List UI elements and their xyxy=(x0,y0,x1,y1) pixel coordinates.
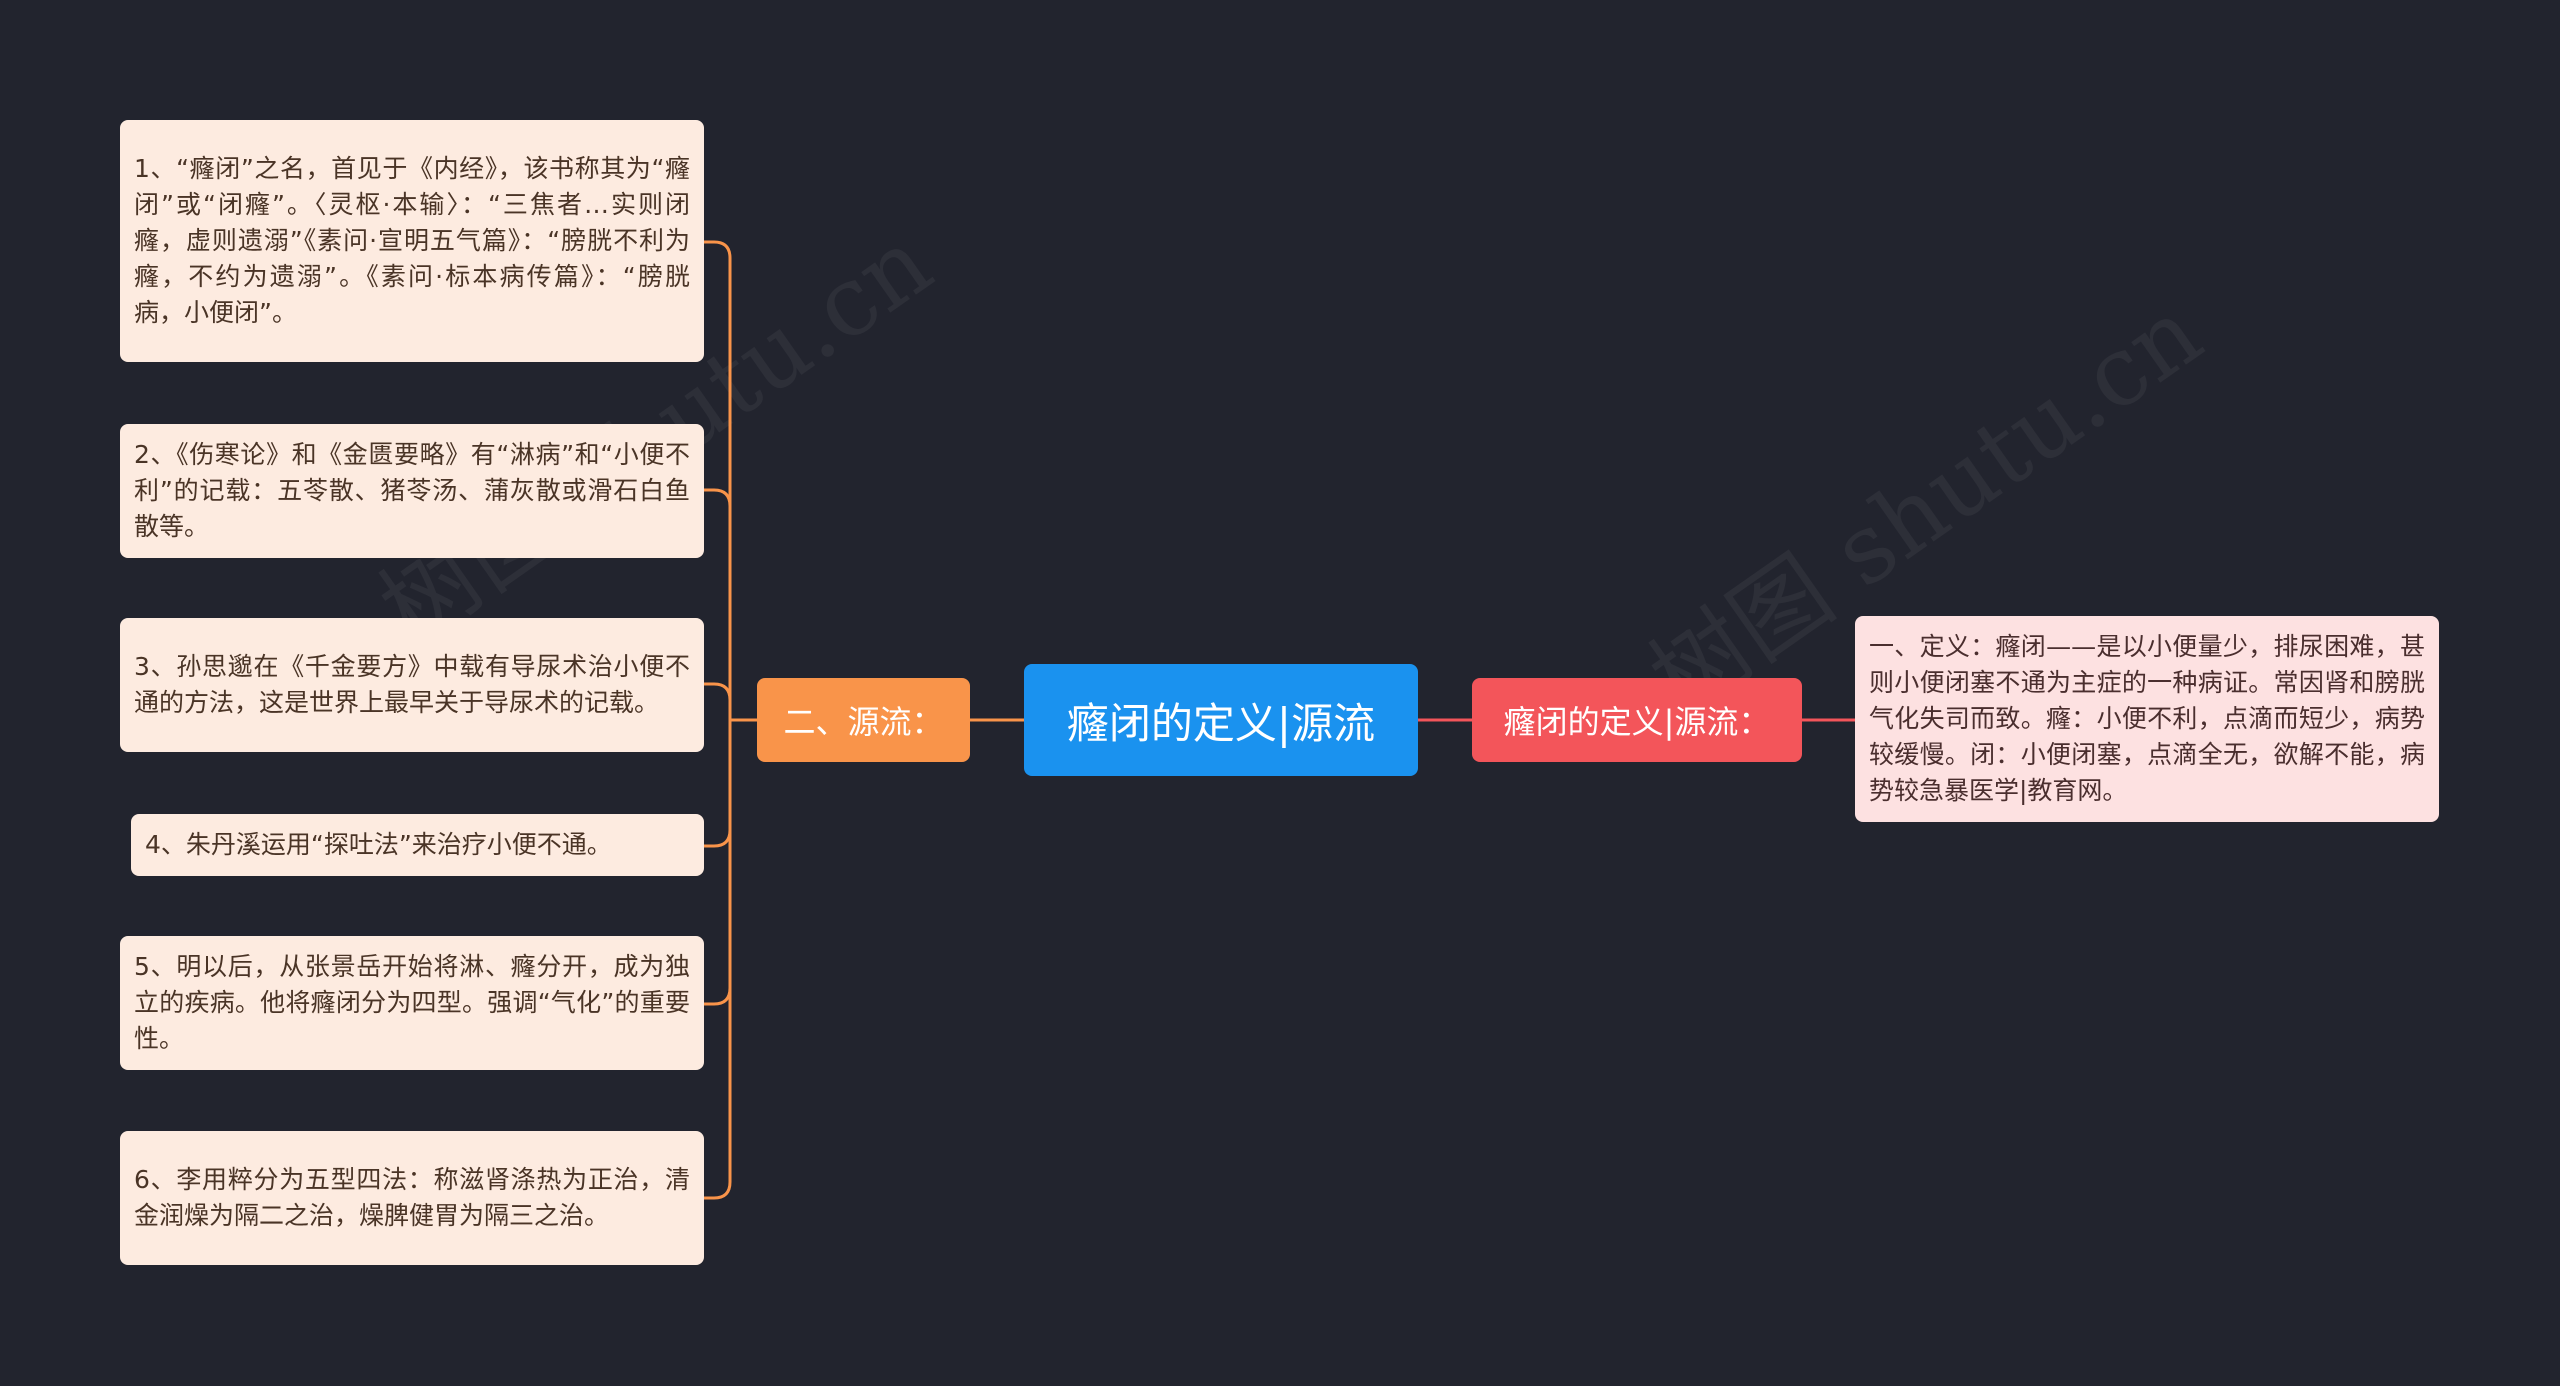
edge-leaf-5 xyxy=(704,720,732,1006)
left-leaf-4-text: 4、朱丹溪运用“探吐法”来治疗小便不通。 xyxy=(145,830,612,859)
left-leaf-5-text: 5、明以后，从张景岳开始将淋、癃分开，成为独立的疾病。他将癃闭分为四型。强调“气… xyxy=(134,952,690,1053)
left-leaf-3-text: 3、孙思邈在《千金要方》中载有导尿术治小便不通的方法，这是世界上最早关于导尿术的… xyxy=(134,652,690,717)
left-leaf-3[interactable]: 3、孙思邈在《千金要方》中载有导尿术治小便不通的方法，这是世界上最早关于导尿术的… xyxy=(120,618,704,752)
edge-leaf-6 xyxy=(704,720,732,1200)
right-leaf-1[interactable]: 一、定义：癃闭——是以小便量少，排尿困难，甚则小便闭塞不通为主症的一种病证。常因… xyxy=(1855,616,2439,822)
left-leaf-4[interactable]: 4、朱丹溪运用“探吐法”来治疗小便不通。 xyxy=(131,814,704,876)
left-branch-node[interactable]: 二、源流： xyxy=(757,678,970,762)
edge-leaf-2 xyxy=(704,488,732,720)
left-leaf-6-text: 6、李用粹分为五型四法：称滋肾涤热为正治，清金润燥为隔二之治，燥脾健胃为隔三之治… xyxy=(134,1165,690,1230)
right-leaf-1-text: 一、定义：癃闭——是以小便量少，排尿困难，甚则小便闭塞不通为主症的一种病证。常因… xyxy=(1869,632,2425,805)
edge-leaf-1 xyxy=(704,240,732,720)
edge-leaf-4 xyxy=(704,720,732,848)
left-leaf-5[interactable]: 5、明以后，从张景岳开始将淋、癃分开，成为独立的疾病。他将癃闭分为四型。强调“气… xyxy=(120,936,704,1070)
left-leaf-1-text: 1、“癃闭”之名，首见于《内经》，该书称其为“癃闭”或“闭癃”。〈灵枢·本输〉：… xyxy=(134,154,690,327)
left-leaf-2[interactable]: 2、《伤寒论》和《金匮要略》有“淋病”和“小便不利”的记载：五苓散、猪苓汤、蒲灰… xyxy=(120,424,704,558)
center-node[interactable]: 癃闭的定义|源流 xyxy=(1024,664,1418,776)
right-branch-label: 癃闭的定义|源流： xyxy=(1503,703,1771,741)
left-leaf-2-text: 2、《伤寒论》和《金匮要略》有“淋病”和“小便不利”的记载：五苓散、猪苓汤、蒲灰… xyxy=(134,440,690,541)
left-leaf-1[interactable]: 1、“癃闭”之名，首见于《内经》，该书称其为“癃闭”或“闭癃”。〈灵枢·本输〉：… xyxy=(120,120,704,362)
right-branch-node[interactable]: 癃闭的定义|源流： xyxy=(1472,678,1802,762)
center-label: 癃闭的定义|源流 xyxy=(1066,698,1376,748)
left-branch-label: 二、源流： xyxy=(783,703,944,741)
edge-leaf-3 xyxy=(704,682,732,720)
left-leaf-6[interactable]: 6、李用粹分为五型四法：称滋肾涤热为正治，清金润燥为隔二之治，燥脾健胃为隔三之治… xyxy=(120,1131,704,1265)
